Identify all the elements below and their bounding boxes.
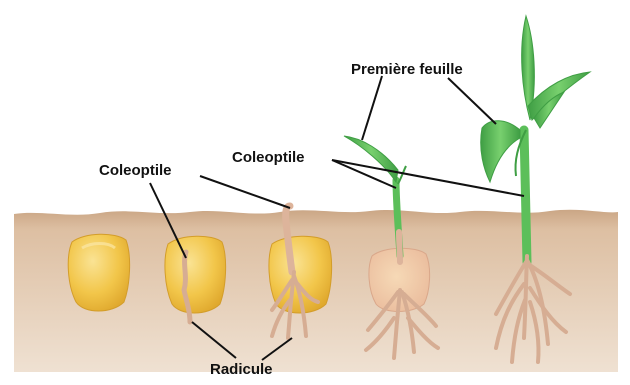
label-coleoptile-right: Coleoptile [232, 150, 305, 165]
seed-1 [68, 234, 129, 311]
label-premiere-feuille: Première feuille [351, 62, 463, 77]
first-leaf-seedling-4 [344, 136, 398, 182]
label-radicule: Radicule [210, 362, 273, 377]
stem-seedling-5 [524, 130, 527, 262]
first-leaf-seedling-5 [481, 121, 520, 182]
leader-coleoptile-left-2 [200, 176, 290, 208]
stem-base-seedling-4 [399, 232, 400, 262]
label-coleoptile-left: Coleoptile [99, 163, 172, 178]
leader-premiere-feuille-1 [362, 76, 382, 140]
leader-premiere-feuille-2 [448, 78, 496, 124]
